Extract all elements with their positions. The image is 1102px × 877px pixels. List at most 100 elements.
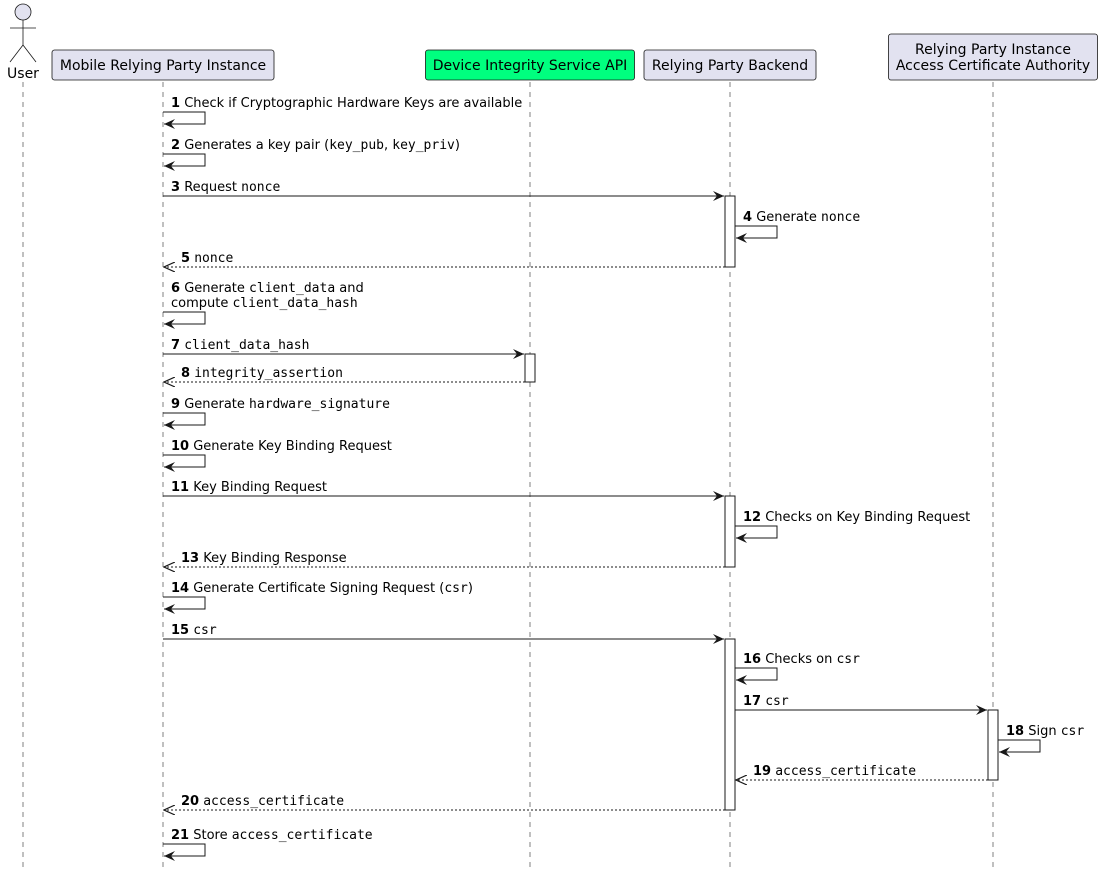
participant-label: User [7,66,39,82]
message-21: 21 Store access_certificate [163,828,373,861]
self-message-arrow [998,739,1041,757]
participant-box [643,49,817,81]
message-label: 15 csr [171,623,217,638]
message-19: 19 access_certificate [736,764,988,780]
message-label: 9 Generate hardware_signature [171,397,390,412]
self-message-arrow [735,667,778,685]
message-3: 3 Request nonce [163,180,724,201]
message-number: 15 [171,623,189,638]
message-label: 5 nonce [181,251,233,266]
message-label: 13 Key Binding Response [181,551,347,566]
message-5: 5 nonce [164,251,725,267]
message-20: 20 access_certificate [164,794,725,810]
message-4: 4 Generate nonce [735,210,860,243]
message-label: 8 integrity_assertion [181,366,343,381]
message-label: 19 access_certificate [753,764,916,779]
message-label: compute client_data_hash [171,296,358,311]
self-message-arrow [163,111,206,129]
participant-label: Device Integrity Service API [433,58,628,74]
message-label: 14 Generate Certificate Signing Request … [171,581,473,596]
participant-label: Relying Party Backend [652,58,808,74]
participant-mrpi: Mobile Relying Party Instance [51,49,275,81]
participant-label: Relying Party Instance [915,42,1071,58]
participant-box [888,33,1098,81]
message-number: 16 [743,652,761,667]
message-label: 11 Key Binding Request [171,480,327,495]
message-label: 4 Generate nonce [743,210,860,225]
actor-user: User [7,3,39,82]
self-message-arrow [163,843,206,861]
lifelines [22,82,994,870]
message-number: 1 [171,96,180,111]
message-label: 18 Sign csr [1006,724,1084,739]
participant-rpb: Relying Party Backend [643,49,817,81]
message-number: 9 [171,397,180,412]
message-17: 17 csr [735,694,987,715]
message-10: 10 Generate Key Binding Request [163,439,392,472]
activation-bar-disa [524,353,536,383]
message-14: 14 Generate Certificate Signing Request … [163,581,473,614]
message-13: 13 Key Binding Response [164,551,725,567]
message-number: 2 [171,138,180,153]
message-number: 10 [171,439,189,454]
message-label: 3 Request nonce [171,180,280,195]
message-number: 3 [171,180,180,195]
message-label: 20 access_certificate [181,794,344,809]
participant-label: Access Certificate Authority [896,58,1090,74]
participant-box [425,49,635,81]
activation-bars [524,195,999,811]
self-message-arrow [163,153,206,171]
message-7: 7 client_data_hash [163,338,524,359]
message-number: 13 [181,551,199,566]
message-15: 15 csr [163,623,724,644]
message-label: 2 Generates a key pair (key_pub, key_pri… [171,138,460,153]
message-number: 18 [1006,724,1024,739]
participant-disa: Device Integrity Service API [425,49,635,81]
message-1: 1 Check if Cryptographic Hardware Keys a… [163,96,522,129]
participant-label: Mobile Relying Party Instance [60,58,266,74]
participant-headers: User Mobile Relying Party Instance Device … [7,3,1098,82]
message-18: 18 Sign csr [998,724,1084,757]
message-label: 1 Check if Cryptographic Hardware Keys a… [171,96,522,111]
message-label: 16 Checks on csr [743,652,860,667]
message-label: 6 Generate client_data and [171,281,364,296]
message-number: 14 [171,581,189,596]
message-label: 7 client_data_hash [171,338,309,353]
message-label: 10 Generate Key Binding Request [171,439,392,454]
message-number: 17 [743,694,761,709]
message-number: 12 [743,510,761,525]
message-number: 8 [181,366,190,381]
message-16: 16 Checks on csr [735,652,860,685]
message-label: 21 Store access_certificate [171,828,373,843]
self-message-arrow [163,596,206,614]
message-number: 21 [171,828,189,843]
message-number: 11 [171,480,189,495]
actor-head-icon [14,3,32,21]
activation-bar-rpb [724,495,736,568]
message-8: 8 integrity_assertion [164,366,525,382]
message-11: 11 Key Binding Request [163,480,724,501]
message-label: 17 csr [743,694,789,709]
self-message-arrow [163,454,206,472]
message-number: 4 [743,210,752,225]
message-number: 20 [181,794,199,809]
self-message-arrow [735,225,778,243]
activation-bar-rpb [724,195,736,268]
message-12: 12 Checks on Key Binding Request [735,510,970,543]
message-label: 12 Checks on Key Binding Request [743,510,970,525]
self-message-arrow [735,525,778,543]
message-number: 19 [753,764,771,779]
activation-bar-rpaca [987,709,999,781]
self-message-arrow [163,311,206,329]
message-number: 5 [181,251,190,266]
messages: 1 Check if Cryptographic Hardware Keys a… [163,96,1084,861]
self-message-arrow [163,412,206,430]
message-2: 2 Generates a key pair (key_pub, key_pri… [163,138,460,171]
message-9: 9 Generate hardware_signature [163,397,390,430]
message-number: 7 [171,338,180,353]
participant-box [51,49,275,81]
message-number: 6 [171,281,180,296]
